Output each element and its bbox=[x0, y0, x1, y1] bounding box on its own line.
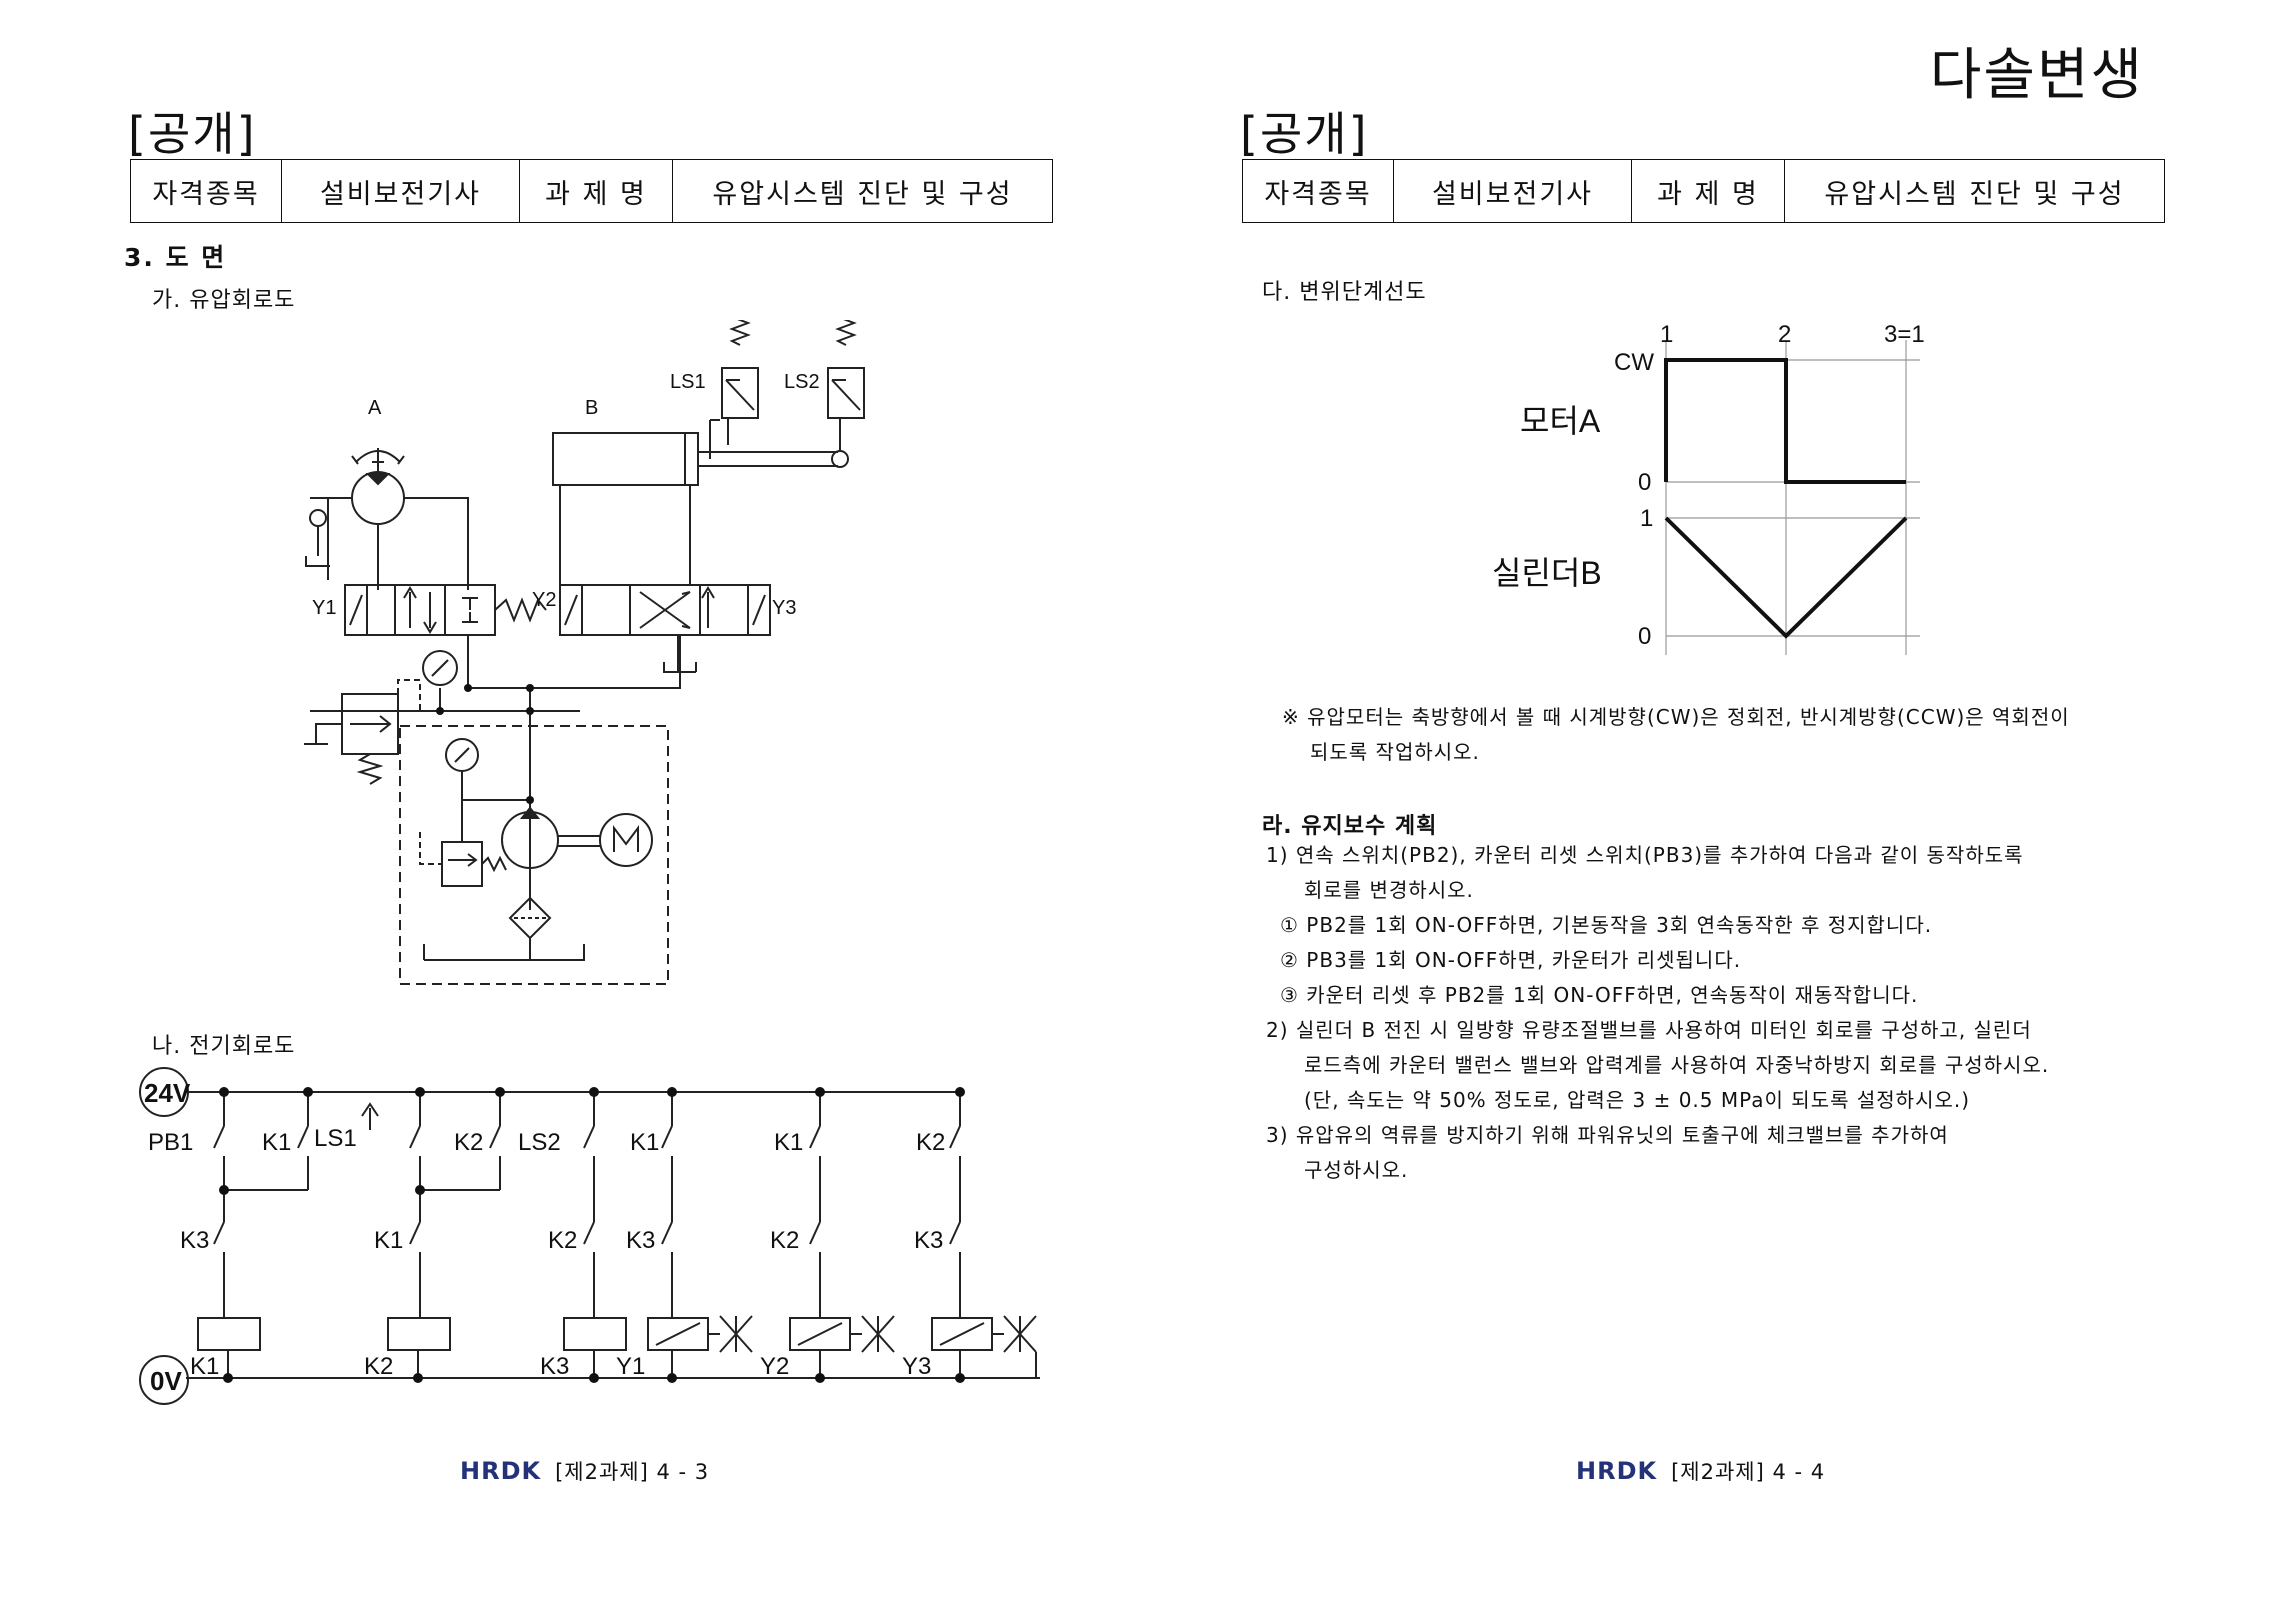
left-label-task: 과 제 명 bbox=[519, 159, 673, 223]
label-coil-k1: K1 bbox=[190, 1353, 219, 1380]
displacement-step-diagram: 1 2 3=1 CW 0 1 0 모터A 실린더B bbox=[1492, 321, 1925, 655]
note-line-1: ※ 유압모터는 축방향에서 볼 때 시계방향(CW)은 정회전, 반시계방향(C… bbox=[1282, 705, 2070, 729]
maint-item-1: 1) 연속 스위치(PB2), 카운터 리셋 스위치(PB3)를 추가하여 다음… bbox=[1266, 843, 2024, 867]
coil-k1 bbox=[197, 1317, 261, 1351]
coil-k2 bbox=[387, 1317, 451, 1351]
left-public-label: [공개] bbox=[128, 107, 257, 161]
motor-a-line bbox=[1664, 358, 1906, 484]
step-1: 1 bbox=[1660, 321, 1673, 348]
motor-zero: 0 bbox=[1638, 469, 1651, 496]
motor-a-label: 모터A bbox=[1520, 403, 1601, 439]
right-label-task: 과 제 명 bbox=[1631, 159, 1785, 223]
label-y1: Y1 bbox=[616, 1353, 645, 1380]
maintenance-plan-list: 1) 연속 스위치(PB2), 카운터 리셋 스위치(PB3)를 추가하여 다음… bbox=[1266, 838, 2049, 1188]
label-ls2: LS2 bbox=[518, 1129, 561, 1156]
left-value-task: 유압시스템 진단 및 구성 bbox=[672, 159, 1053, 223]
maint-item-1-cont: 회로를 변경하시오. bbox=[1304, 878, 1474, 902]
electric-motor bbox=[599, 813, 653, 867]
label-k1-rung5: K1 bbox=[774, 1129, 803, 1156]
label-a: A bbox=[368, 397, 382, 419]
electric-circuit-title: 나. 전기회로도 bbox=[152, 1034, 296, 1059]
maint-subitem-1: ① PB2를 1회 ON-OFF하면, 기본동작을 3회 연속동작한 후 정지합… bbox=[1280, 913, 1933, 937]
maint-subitem-3: ③ 카운터 리셋 후 PB2를 1회 ON-OFF하면, 연속동작이 재동작합니… bbox=[1280, 983, 1919, 1007]
maint-item-2-note: (단, 속도는 약 50% 정도로, 압력은 3 ± 0.5 MPa이 되도록 … bbox=[1304, 1088, 1971, 1112]
electric-circuit-diagram: 24V 0V PB1 K1 LS1 K2 LS2 K1 K1 K2 K3 K1 … bbox=[139, 1067, 1040, 1405]
step-3: 3=1 bbox=[1884, 321, 1925, 348]
step-2: 2 bbox=[1778, 321, 1791, 348]
label-k2-rung6: K2 bbox=[916, 1129, 945, 1156]
right-footer: HRDK [제2과제] 4 - 4 bbox=[1576, 1456, 1825, 1486]
label-k1-rung2: K1 bbox=[374, 1227, 403, 1254]
maint-item-2: 2) 실린더 B 전진 시 일방향 유량조절밸브를 사용하여 미터인 회로를 구… bbox=[1266, 1018, 2032, 1042]
label-ls2: LS2 bbox=[784, 371, 820, 393]
motor-direction-note: ※ 유압모터는 축방향에서 볼 때 시계방향(CW)은 정회전, 반시계방향(C… bbox=[1282, 700, 2070, 770]
maint-item-2-cont: 로드측에 카운터 밸런스 밸브와 압력계를 사용하여 자중낙하방지 회로를 구성… bbox=[1304, 1053, 2050, 1077]
left-footer: HRDK [제2과제] 4 - 3 bbox=[460, 1456, 709, 1486]
label-pb1: PB1 bbox=[148, 1129, 193, 1156]
label-k2-rung5: K2 bbox=[770, 1227, 799, 1254]
right-label-qualification: 자격종목 bbox=[1242, 159, 1394, 223]
label-y2: Y2 bbox=[532, 589, 556, 611]
note-line-2: 되도록 작업하시오. bbox=[1310, 740, 1480, 764]
hydraulic-circuit-diagram: A B LS1 LS2 Y1 Y2 Y3 bbox=[304, 320, 865, 985]
brand-title: 다솔변생 bbox=[1929, 43, 2144, 108]
label-k3-rung6: K3 bbox=[914, 1227, 943, 1254]
cylinder-b bbox=[552, 432, 699, 486]
right-info-table: 자격종목 설비보전기사 과 제 명 유압시스템 진단 및 구성 bbox=[1242, 159, 2165, 223]
right-value-qualification: 설비보전기사 bbox=[1393, 159, 1632, 223]
coil-k3 bbox=[563, 1317, 627, 1351]
displacement-diagram-title: 다. 변위단계선도 bbox=[1262, 280, 1427, 305]
left-footer-logo: HRDK bbox=[460, 1457, 542, 1485]
cylinder-zero: 0 bbox=[1638, 623, 1651, 650]
label-k3-rung1: K3 bbox=[180, 1227, 209, 1254]
hydraulic-circuit-title: 가. 유압회로도 bbox=[152, 288, 296, 313]
power-unit bbox=[399, 725, 669, 985]
maint-item-3-cont: 구성하시오. bbox=[1304, 1158, 1409, 1182]
right-footer-page: [제2과제] 4 - 4 bbox=[1671, 1460, 1826, 1484]
left-value-qualification: 설비보전기사 bbox=[281, 159, 520, 223]
label-y1: Y1 bbox=[312, 597, 336, 619]
label-ls1: LS1 bbox=[314, 1125, 357, 1152]
right-value-task: 유압시스템 진단 및 구성 bbox=[1784, 159, 2165, 223]
label-0v: 0V bbox=[150, 1366, 182, 1396]
label-coil-k3: K3 bbox=[540, 1353, 569, 1380]
left-label-qualification: 자격종목 bbox=[130, 159, 282, 223]
label-cw: CW bbox=[1614, 349, 1654, 376]
limit-switch-ls1 bbox=[721, 367, 759, 419]
label-24v: 24V bbox=[144, 1078, 191, 1108]
label-k1-rung1: K1 bbox=[262, 1129, 291, 1156]
maint-subitem-2: ② PB3를 1회 ON-OFF하면, 카운터가 리셋됩니다. bbox=[1280, 948, 1742, 972]
cylinder-b-line bbox=[1664, 516, 1908, 639]
label-y3: Y3 bbox=[902, 1353, 931, 1380]
left-info-table: 자격종목 설비보전기사 과 제 명 유압시스템 진단 및 구성 bbox=[130, 159, 1053, 223]
label-ls1: LS1 bbox=[670, 371, 706, 393]
label-y3: Y3 bbox=[772, 597, 796, 619]
cylinder-b-label: 실린더B bbox=[1492, 555, 1602, 591]
maintenance-plan-title: 라. 유지보수 계획 bbox=[1262, 814, 1438, 839]
left-section-title: 3. 도 면 bbox=[124, 243, 227, 272]
label-k2-rung3: K2 bbox=[548, 1227, 577, 1254]
label-k2-rung2: K2 bbox=[454, 1129, 483, 1156]
limit-switch-ls2 bbox=[827, 367, 865, 419]
right-public-label: [공개] bbox=[1240, 107, 1369, 161]
label-coil-k2: K2 bbox=[364, 1353, 393, 1380]
maint-item-3: 3) 유압유의 역류를 방지하기 위해 파워유닛의 토출구에 체크밸브를 추가하… bbox=[1266, 1123, 1949, 1147]
label-b: B bbox=[585, 397, 598, 419]
cylinder-one: 1 bbox=[1640, 505, 1653, 532]
left-footer-page: [제2과제] 4 - 3 bbox=[555, 1460, 710, 1484]
label-k3-rung4: K3 bbox=[626, 1227, 655, 1254]
label-k1-rung4: K1 bbox=[630, 1129, 659, 1156]
right-footer-logo: HRDK bbox=[1576, 1457, 1658, 1485]
label-y2: Y2 bbox=[760, 1353, 789, 1380]
